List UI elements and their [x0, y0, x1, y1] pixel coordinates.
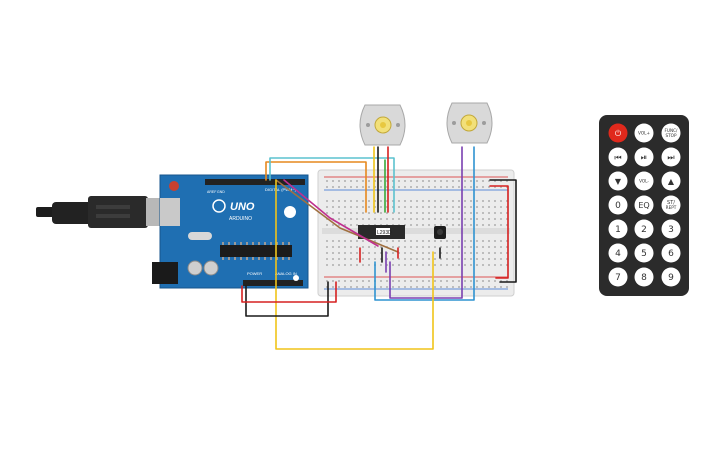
wire-brown — [275, 179, 399, 253]
remote-button-label: FUNC/ — [665, 128, 679, 133]
ir-receiver[interactable] — [434, 226, 446, 239]
remote-button-label: 7 — [615, 273, 621, 283]
capacitor — [203, 260, 219, 276]
remote-button[interactable]: 0 — [608, 195, 628, 215]
remote-button-label: 5 — [641, 249, 647, 259]
mounting-hole — [293, 275, 299, 281]
remote-button-label: VOL- — [639, 179, 649, 184]
usb-port — [160, 198, 180, 226]
gnd-label: GND — [217, 190, 225, 194]
analog-label: ANALOG IN — [275, 271, 297, 276]
remote-button[interactable]: ⏮ — [608, 147, 628, 167]
remote-button-label: VOL+ — [638, 131, 650, 136]
aref-label: AREF — [207, 190, 216, 194]
remote-button[interactable]: ⏭ — [661, 147, 681, 167]
wire-purple-motor — [389, 146, 463, 299]
remote-button-label: ▼ — [615, 177, 622, 186]
capacitor — [187, 260, 203, 276]
remote-button-label: 9 — [668, 273, 674, 283]
remote-button-label: ⏭ — [667, 153, 674, 162]
remote-button[interactable]: ▼ — [608, 171, 628, 191]
power-label: POWER — [247, 271, 262, 276]
breadboard[interactable] — [317, 169, 515, 297]
digital-header — [205, 179, 305, 185]
remote-button-label: 1 — [615, 225, 621, 235]
wire-yellow-long — [275, 179, 434, 350]
remote-button-label: ST/ — [667, 200, 675, 206]
remote-button-label: REPT — [666, 205, 677, 210]
remote-button[interactable]: ⏻ — [608, 123, 628, 143]
usb-cable[interactable] — [36, 196, 168, 228]
power-jack — [152, 262, 178, 284]
remote-button[interactable]: 2 — [634, 219, 654, 239]
remote-button-label: ▲ — [668, 177, 675, 186]
dc-motor-left[interactable] — [359, 104, 406, 146]
remote-button-label: ⏮ — [614, 153, 621, 162]
remote-button-label: 8 — [641, 273, 647, 283]
remote-button[interactable]: FUNC/STOP — [661, 123, 681, 143]
remote-button[interactable]: 8 — [634, 267, 654, 287]
infinity-logo — [212, 199, 226, 213]
remote-button[interactable]: 7 — [608, 267, 628, 287]
remote-button[interactable]: 4 — [608, 243, 628, 263]
wire-magenta — [283, 179, 379, 247]
remote-button[interactable]: ST/REPT — [661, 195, 681, 215]
remote-button[interactable]: VOL- — [634, 171, 654, 191]
remote-button[interactable]: 5 — [634, 243, 654, 263]
dc-motor-right[interactable] — [446, 102, 493, 144]
digital-label: DIGITAL (PWM~) — [265, 187, 297, 192]
remote-button[interactable]: 9 — [661, 267, 681, 287]
remote-button-label: EQ — [638, 201, 649, 210]
remote-button-label: 6 — [668, 249, 674, 259]
ir-remote[interactable]: ⏻ VOL+ FUNC/STOP ⏮ ⏯ ⏭ ▼ VOL- ▲ 0 EQ ST/REPT 1 2 3 4 5 6 7… — [599, 115, 689, 296]
arduino-uno-board[interactable]: UNO ARDUINO DIGITAL (PWM~) POWER ANALOG … — [152, 174, 309, 289]
wire-orange — [265, 161, 367, 213]
crystal — [188, 232, 212, 240]
remote-button[interactable]: 1 — [608, 219, 628, 239]
wire-black-rail — [489, 179, 517, 283]
remote-button[interactable]: ⏯ — [634, 147, 654, 167]
wire-blue-motor — [374, 146, 475, 301]
uno-logo: UNO — [230, 201, 255, 213]
wires — [241, 146, 517, 350]
remote-button-label: 2 — [641, 225, 647, 235]
wire-red-5v — [241, 281, 337, 303]
reset-button[interactable] — [169, 181, 179, 191]
remote-button-label: ⏯ — [641, 153, 647, 162]
l293d-chip[interactable]: L293D — [358, 225, 405, 239]
chip-label: L293D — [377, 230, 392, 236]
remote-button[interactable]: 6 — [661, 243, 681, 263]
breadboard-holes — [326, 180, 508, 288]
arduino-brand: ARDUINO — [229, 216, 252, 222]
remote-button[interactable]: ▲ — [661, 171, 681, 191]
remote-button-label: 0 — [615, 201, 621, 211]
wire-red-rail — [489, 185, 509, 279]
remote-button[interactable]: 3 — [661, 219, 681, 239]
power-analog-header — [243, 280, 303, 286]
atmega-chip — [220, 245, 292, 257]
remote-button-label: ⏻ — [615, 129, 622, 138]
remote-button-label: 3 — [668, 225, 674, 235]
remote-button-label: 4 — [615, 249, 621, 259]
remote-button[interactable]: VOL+ — [634, 123, 654, 143]
wire-teal — [269, 157, 395, 213]
remote-button-label: STOP — [665, 133, 677, 138]
wire-black-gnd — [245, 281, 329, 317]
mounting-hole — [284, 206, 296, 218]
remote-button[interactable]: EQ — [634, 195, 654, 215]
center-channel — [322, 228, 510, 234]
